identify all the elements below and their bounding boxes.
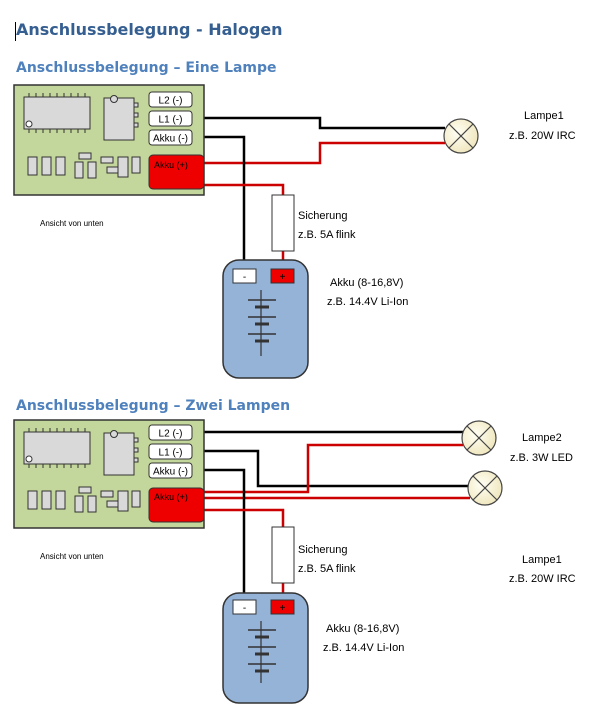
battery-spec: z.B. 14.4V Li-Ion — [327, 296, 409, 308]
battery-spec: z.B. 14.4V Li-Ion — [323, 642, 405, 654]
lamp-icon — [443, 118, 479, 154]
view-label: Ansicht von unten — [40, 219, 104, 228]
svg-text:Akku (+): Akku (+) — [154, 160, 188, 170]
terminal-l1-2: L1 (-) — [148, 443, 193, 460]
terminal-akku-plus-1: Akku (+) — [148, 154, 205, 190]
terminal-l2-1: L2 (-) — [148, 91, 193, 108]
battery-name: Akku (8-16,8V) — [330, 277, 404, 289]
svg-text:+: + — [280, 272, 286, 283]
terminal-l2-2: L2 (-) — [148, 424, 193, 441]
diagram-two-lamps: L2 (-) L1 (-) Akku (-) Akku (+) — [13, 419, 503, 704]
fuse-icon — [271, 194, 295, 252]
terminal-akku-minus-1: Akku (-) — [148, 129, 193, 146]
diagram-one-lamp: L2 (-) L1 (-) Akku (-) Akku (+) — [13, 84, 479, 379]
fuse-name: Sicherung — [298, 544, 348, 556]
fuse-icon — [271, 526, 295, 584]
svg-text:Akku (-): Akku (-) — [153, 134, 188, 145]
wires-1 — [192, 116, 445, 272]
lamp1-name: Lampe1 — [522, 554, 562, 566]
section2-heading: Anschlussbelegung – Zwei Lampen — [16, 398, 291, 414]
fuse-name: Sicherung — [298, 210, 348, 222]
lamp2-spec: z.B. 3W LED — [510, 452, 573, 464]
lamp-icon — [467, 470, 503, 506]
svg-text:Akku (+): Akku (+) — [154, 492, 188, 502]
fuse-spec: z.B. 5A flink — [298, 229, 356, 241]
svg-text:L2 (-): L2 (-) — [159, 429, 183, 440]
ic-chip — [23, 431, 91, 465]
terminal-akku-minus-2: Akku (-) — [148, 462, 193, 479]
view-label: Ansicht von unten — [40, 552, 104, 561]
terminal-akku-plus-2: Akku (+) — [148, 487, 205, 523]
text-cursor — [15, 22, 16, 41]
battery-name: Akku (8-16,8V) — [326, 623, 400, 635]
page-title: Anschlussbelegung - Halogen — [16, 20, 283, 39]
battery-icon: - + — [222, 592, 309, 704]
fuse-spec: z.B. 5A flink — [298, 563, 356, 575]
lamp1-spec: z.B. 20W IRC — [509, 573, 576, 585]
lamp2-name: Lampe2 — [522, 432, 562, 444]
section1-heading: Anschlussbelegung – Eine Lampe — [16, 60, 277, 76]
svg-text:L2 (-): L2 (-) — [159, 96, 183, 107]
ic-chip — [23, 96, 91, 130]
terminal-l1-1: L1 (-) — [148, 110, 193, 127]
svg-text:-: - — [243, 603, 246, 614]
lamp-icon — [461, 420, 497, 456]
svg-text:Akku (-): Akku (-) — [153, 467, 188, 478]
svg-text:-: - — [243, 272, 246, 283]
svg-text:L1 (-): L1 (-) — [159, 448, 183, 459]
lamp1-name: Lampe1 — [524, 110, 564, 122]
lamp1-spec: z.B. 20W IRC — [509, 130, 576, 142]
svg-text:L1 (-): L1 (-) — [159, 115, 183, 126]
battery-icon: - + — [222, 259, 309, 379]
svg-text:+: + — [280, 603, 286, 614]
wires-2 — [192, 430, 470, 605]
